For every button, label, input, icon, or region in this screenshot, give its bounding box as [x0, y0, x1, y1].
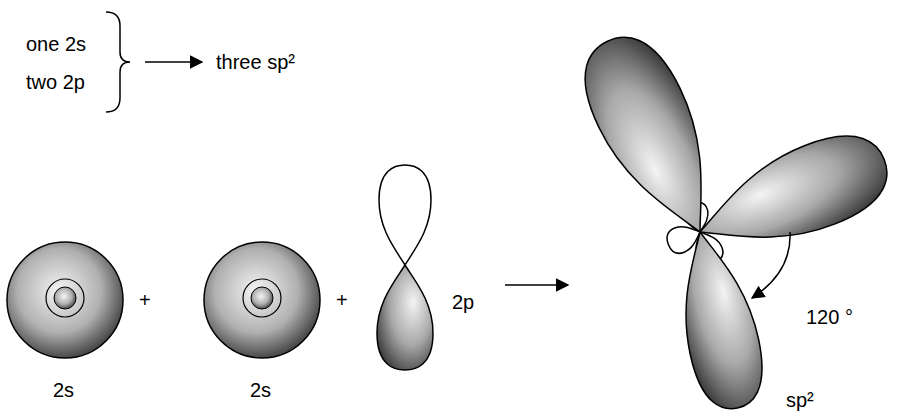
orbital-lobe — [685, 120, 900, 271]
reaction-arrow — [505, 284, 568, 286]
orbital-label: 120 ° — [806, 305, 853, 329]
orbital-lobe — [379, 165, 431, 265]
orbital-label: 2p — [452, 290, 474, 314]
operator-sign: + — [336, 288, 348, 312]
orbital-label: three sp² — [216, 50, 295, 74]
orbital-label: sp² — [786, 388, 814, 412]
s-orbital — [7, 242, 123, 358]
orbital-label: two 2p — [26, 70, 85, 94]
brace — [106, 12, 130, 112]
orbital-lobe — [377, 265, 433, 370]
orbital-lobe — [666, 225, 772, 416]
s-orbital — [204, 242, 320, 358]
orbital-label: 2s — [250, 378, 271, 402]
operator-sign: + — [139, 288, 151, 312]
orbital-label: one 2s — [26, 32, 86, 56]
orbital-label: 2s — [53, 378, 74, 402]
angle-arrow — [752, 232, 790, 298]
reaction-arrow — [145, 61, 202, 63]
